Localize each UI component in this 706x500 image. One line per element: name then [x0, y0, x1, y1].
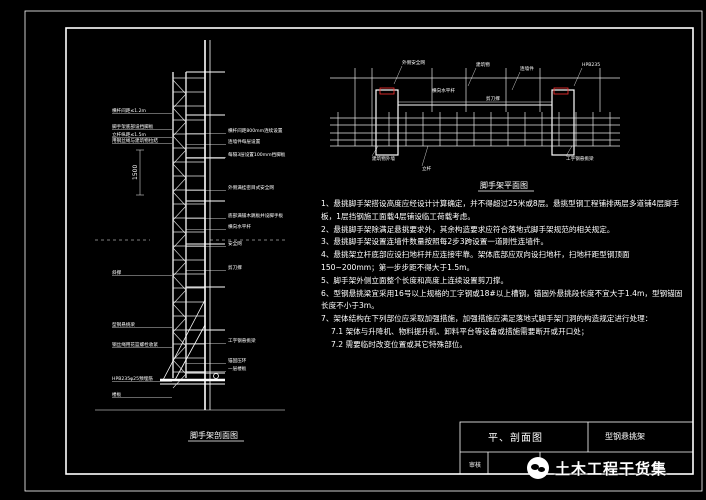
- brace-line: [172, 289, 187, 305]
- construction-note: 3、悬挑脚手架设置连墙件数量按照每2步3跨设置一道刚性连墙件。: [321, 237, 549, 247]
- section-callout-right: 安全网: [228, 240, 242, 247]
- brace-line: [172, 317, 187, 333]
- title-block: [459, 421, 694, 475]
- plan-marker: [379, 87, 395, 95]
- section-callout-left: 用钢丝绳与建筑物拉结: [112, 137, 158, 144]
- brace-line: [172, 121, 187, 137]
- brace-line: [172, 177, 187, 193]
- brace-line: [172, 205, 187, 221]
- section-callout-left: 楼板: [112, 391, 122, 398]
- leader-line: [421, 145, 429, 167]
- plan-label-top: HPB235: [582, 62, 600, 68]
- brace-line: [172, 79, 187, 95]
- brace-line: [172, 359, 187, 375]
- section-callout-left: 脚手架底部设挡脚板: [112, 123, 154, 130]
- section-view: 1500 横杆间距≤1.2m 脚手架底部设挡脚板立杆纵距≤1.5m用钢丝绳与建筑物…: [95, 40, 286, 442]
- section-callout-right: 一层楼板: [228, 365, 247, 372]
- section-callout-left: 型钢悬挑梁: [112, 321, 135, 328]
- section-callout-right: 底部满铺木跳板并设脚手板: [228, 212, 284, 219]
- section-callout-right: 外侧满挂密目式安全网: [228, 184, 274, 191]
- section-callout-left: 横杆间距≤1.2m: [112, 107, 147, 114]
- section-callout-right: 工字钢悬挑梁: [228, 337, 256, 344]
- plan-label-top: 连墙件: [520, 65, 534, 72]
- leader-line: [393, 65, 403, 85]
- construction-note: 4、悬挑架立杆底部应设扫地杆并应连接牢靠。架体底部应双向设扫地杆，扫地杆距型钢顶…: [321, 250, 630, 272]
- section-callout-right: 剪刀撑: [228, 264, 242, 271]
- leader-line: [565, 145, 573, 157]
- outer-frame: [24, 10, 703, 492]
- brace-line: [172, 163, 187, 179]
- section-callout-left: 钢丝绳用花篮螺栓收紧: [112, 341, 158, 348]
- plan-marker: [553, 87, 569, 95]
- construction-note: 7.2 需要临时改变位置或其它特殊部位。: [331, 339, 467, 349]
- brace-line: [172, 331, 187, 347]
- plan-caption: 脚手架平面图: [480, 180, 528, 190]
- plan-label-top: 外侧安全网: [402, 59, 425, 66]
- brace-line: [172, 247, 187, 263]
- plan-label-bottom: 立杆: [422, 165, 432, 172]
- section-callout-right: 每隔3层设置100mm挡脚板: [228, 151, 286, 158]
- leader-line: [511, 71, 521, 91]
- watermark-text: 土木工程干货集: [555, 459, 668, 478]
- section-callout-left: 立杆纵距≤1.5m: [112, 131, 147, 138]
- section-callout-right: 横向水平杆: [228, 223, 251, 230]
- wechat-icon: [527, 457, 549, 479]
- construction-note: 2、悬挑脚手架除满足悬挑要求外，其余构造要求应符合落地式脚手架规范的相关规定。: [321, 224, 615, 234]
- section-dimension: 1500: [132, 165, 139, 180]
- plan-label-bottom: 建筑物外墙: [372, 155, 395, 162]
- leader-line: [573, 67, 583, 87]
- plan-label-bottom: 工字钢悬挑梁: [566, 155, 594, 162]
- construction-note: 6、型钢悬挑梁宜采用16号以上规格的工字钢或18#以上槽钢，锚固外悬挑段长度不宜…: [321, 288, 683, 311]
- leader-line: [371, 145, 379, 157]
- plan-label-top: 建筑物: [476, 61, 490, 68]
- brace-line: [172, 149, 187, 165]
- section-caption: 脚手架剖面图: [190, 430, 238, 440]
- plan-label-mid: 横向水平杆: [432, 87, 455, 94]
- brace-line: [172, 107, 187, 123]
- title-block-name: 型钢悬挑架: [605, 432, 645, 441]
- title-block-title: 平、剖面图: [488, 433, 543, 444]
- section-callout-right: 横杆间距800mm连续设置: [228, 127, 283, 134]
- brace-line: [172, 233, 187, 249]
- brace-line: [172, 261, 187, 277]
- brace-line: [172, 191, 187, 207]
- construction-notes: 1、悬挑脚手架搭设高度应经设计计算确定，并不得超过25米或8层。悬挑型钢工程铺排…: [321, 198, 685, 352]
- inner-frame: [65, 27, 694, 475]
- leader-line: [467, 67, 477, 87]
- title-block-audit: 审核: [469, 462, 482, 469]
- section-callout-right: 连墙件每层设置: [228, 138, 261, 145]
- section-callout-left: HPB235φ25预埋筋: [112, 375, 153, 382]
- section-callout-right: 锚固压环: [228, 357, 247, 364]
- brace-line: [172, 275, 187, 291]
- brace-line: [172, 93, 187, 109]
- plan-label-mid: 剪刀撑: [486, 95, 500, 102]
- section-callout-left: 斜撑: [112, 269, 122, 276]
- construction-note: 7、架体结构在下列部位应采取加强措施，加强措施应满足落地式脚手架门洞的构造规定进…: [321, 314, 653, 324]
- brace-line: [172, 219, 187, 235]
- construction-note: 7.1 架体与升降机、物料提升机、卸料平台等设备或措施需要断开或开口处；: [331, 326, 589, 336]
- brace-line: [172, 303, 187, 319]
- watermark: 土木工程干货集: [527, 454, 697, 482]
- construction-note: 1、悬挑脚手架搭设高度应经设计计算确定，并不得超过25米或8层。悬挑型钢工程铺排…: [321, 199, 680, 221]
- construction-note: 5、脚手架外侧立面整个长度和高度上连续设置剪刀撑。: [321, 275, 509, 285]
- brace-line: [172, 135, 187, 151]
